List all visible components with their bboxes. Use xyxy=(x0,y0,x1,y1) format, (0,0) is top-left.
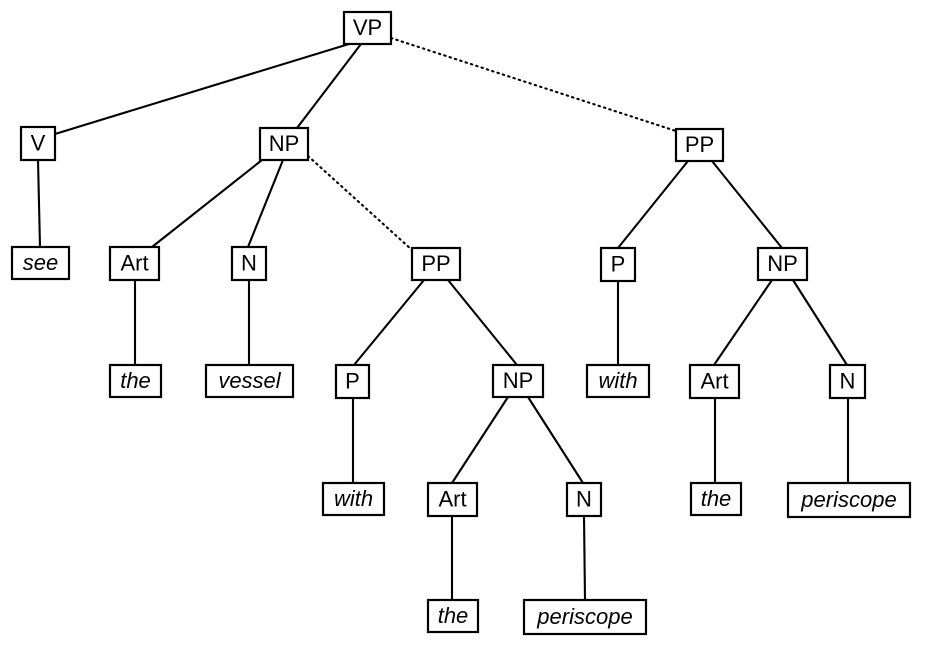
tree-edge-solid xyxy=(247,159,284,248)
tree-category-node: P xyxy=(599,246,637,283)
tree-category-node: VP xyxy=(342,10,393,46)
node-label: Art xyxy=(700,368,728,393)
node-box xyxy=(321,481,386,517)
tree-edge-solid xyxy=(54,42,350,136)
node-box xyxy=(342,10,393,46)
node-label: vessel xyxy=(218,368,281,393)
tree-category-node: V xyxy=(19,125,57,162)
node-box xyxy=(426,598,480,634)
node-box xyxy=(204,363,295,399)
tree-edge-solid xyxy=(617,160,689,249)
node-label: N xyxy=(241,250,257,275)
node-box xyxy=(674,127,725,163)
tree-category-node: Art xyxy=(688,363,741,400)
tree-edge-solid xyxy=(711,160,783,249)
tree-edge-solid xyxy=(792,279,848,366)
node-box xyxy=(19,125,57,162)
node-box xyxy=(786,481,912,519)
node-box xyxy=(108,363,163,399)
tree-edge-solid xyxy=(447,279,518,366)
tree-leaf-node: the xyxy=(689,481,743,517)
node-box xyxy=(756,246,809,282)
node-label: see xyxy=(23,250,58,275)
tree-leaf-node: with xyxy=(321,481,386,517)
node-label: N xyxy=(840,368,856,393)
node-label: Art xyxy=(438,486,466,511)
node-label: the xyxy=(438,603,469,628)
node-label: periscope xyxy=(800,487,896,512)
node-label: periscope xyxy=(536,604,632,629)
node-box xyxy=(828,363,867,400)
tree-leaf-node: the xyxy=(108,363,163,399)
tree-edge-solid xyxy=(353,279,425,366)
tree-leaf-node: the xyxy=(426,598,480,634)
tree-edge-solid xyxy=(151,159,263,248)
tree-edge-dotted xyxy=(389,36,678,133)
tree-category-node: PP xyxy=(410,246,462,282)
tree-category-node: N xyxy=(230,245,268,282)
node-label: NP xyxy=(269,131,300,156)
tree-leaf-node: vessel xyxy=(204,363,295,399)
node-label: the xyxy=(701,486,732,511)
tree-edge-solid xyxy=(36,159,42,248)
edge-layer xyxy=(36,36,850,601)
node-box xyxy=(688,363,741,400)
node-box xyxy=(108,245,161,282)
node-box xyxy=(426,481,479,518)
node-label: V xyxy=(31,130,46,155)
tree-category-node: N xyxy=(565,481,603,518)
tree-category-node: NP xyxy=(491,363,545,399)
tree-category-node: Art xyxy=(426,481,479,518)
tree-edge-solid xyxy=(451,396,509,484)
tree-edge-solid xyxy=(527,396,584,484)
node-label: NP xyxy=(767,251,798,276)
node-box xyxy=(258,126,310,162)
tree-leaf-node: periscope xyxy=(522,598,648,636)
node-label: NP xyxy=(503,368,534,393)
tree-leaf-node: see xyxy=(10,245,71,281)
node-label: with xyxy=(598,368,637,393)
tree-category-node: P xyxy=(334,363,371,400)
node-label: VP xyxy=(353,15,382,40)
node-label: P xyxy=(345,368,360,393)
node-box xyxy=(689,481,743,517)
node-label: the xyxy=(120,368,151,393)
node-label: PP xyxy=(685,132,714,157)
node-label: Art xyxy=(120,250,148,275)
node-box xyxy=(585,363,651,399)
node-label: with xyxy=(334,486,373,511)
node-box xyxy=(410,246,462,282)
node-box xyxy=(10,245,71,281)
tree-category-node: Art xyxy=(108,245,161,282)
tree-edge-dotted xyxy=(306,154,414,252)
node-label: P xyxy=(611,251,626,276)
node-box xyxy=(599,246,637,283)
tree-edge-solid xyxy=(296,43,362,129)
node-box xyxy=(565,481,603,518)
tree-category-node: NP xyxy=(258,126,310,162)
node-box xyxy=(334,363,371,400)
tree-edge-solid xyxy=(582,515,587,601)
tree-leaf-node: with xyxy=(585,363,651,399)
node-box xyxy=(230,245,268,282)
node-label: N xyxy=(576,486,592,511)
tree-category-node: N xyxy=(828,363,867,400)
node-box xyxy=(491,363,545,399)
tree-category-node: PP xyxy=(674,127,725,163)
tree-category-node: NP xyxy=(756,246,809,282)
tree-leaf-node: periscope xyxy=(786,481,912,519)
node-label: PP xyxy=(421,251,450,276)
tree-edge-solid xyxy=(713,279,773,366)
node-box xyxy=(522,598,648,636)
